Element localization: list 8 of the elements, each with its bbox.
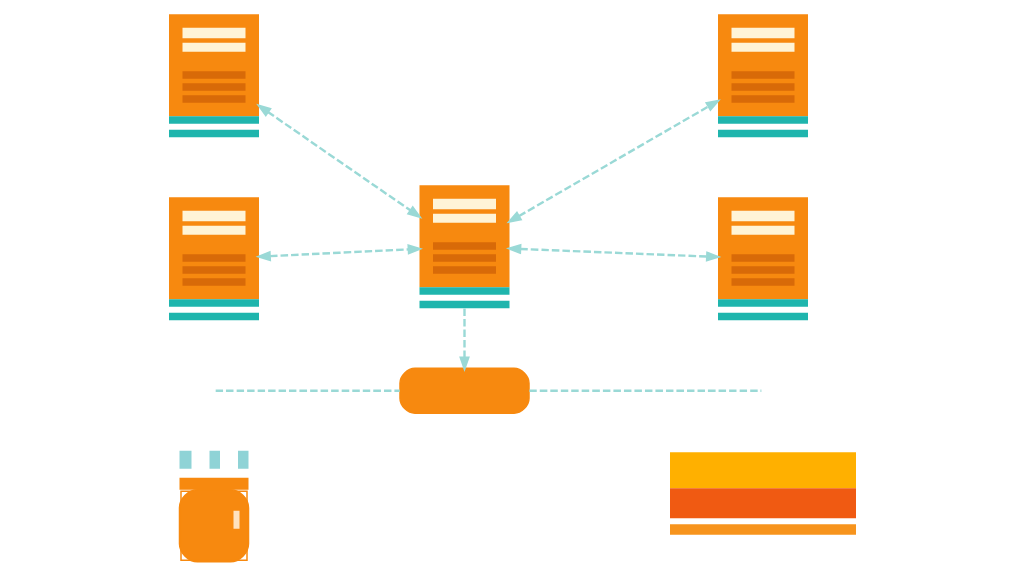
arrow: [505, 99, 721, 224]
connector: [215, 389, 400, 392]
arrow: [505, 243, 721, 262]
arrow: [255, 244, 423, 262]
arrow: [255, 103, 422, 219]
connector: [528, 389, 761, 392]
node-box: [398, 367, 530, 414]
arrow: [458, 308, 470, 372]
